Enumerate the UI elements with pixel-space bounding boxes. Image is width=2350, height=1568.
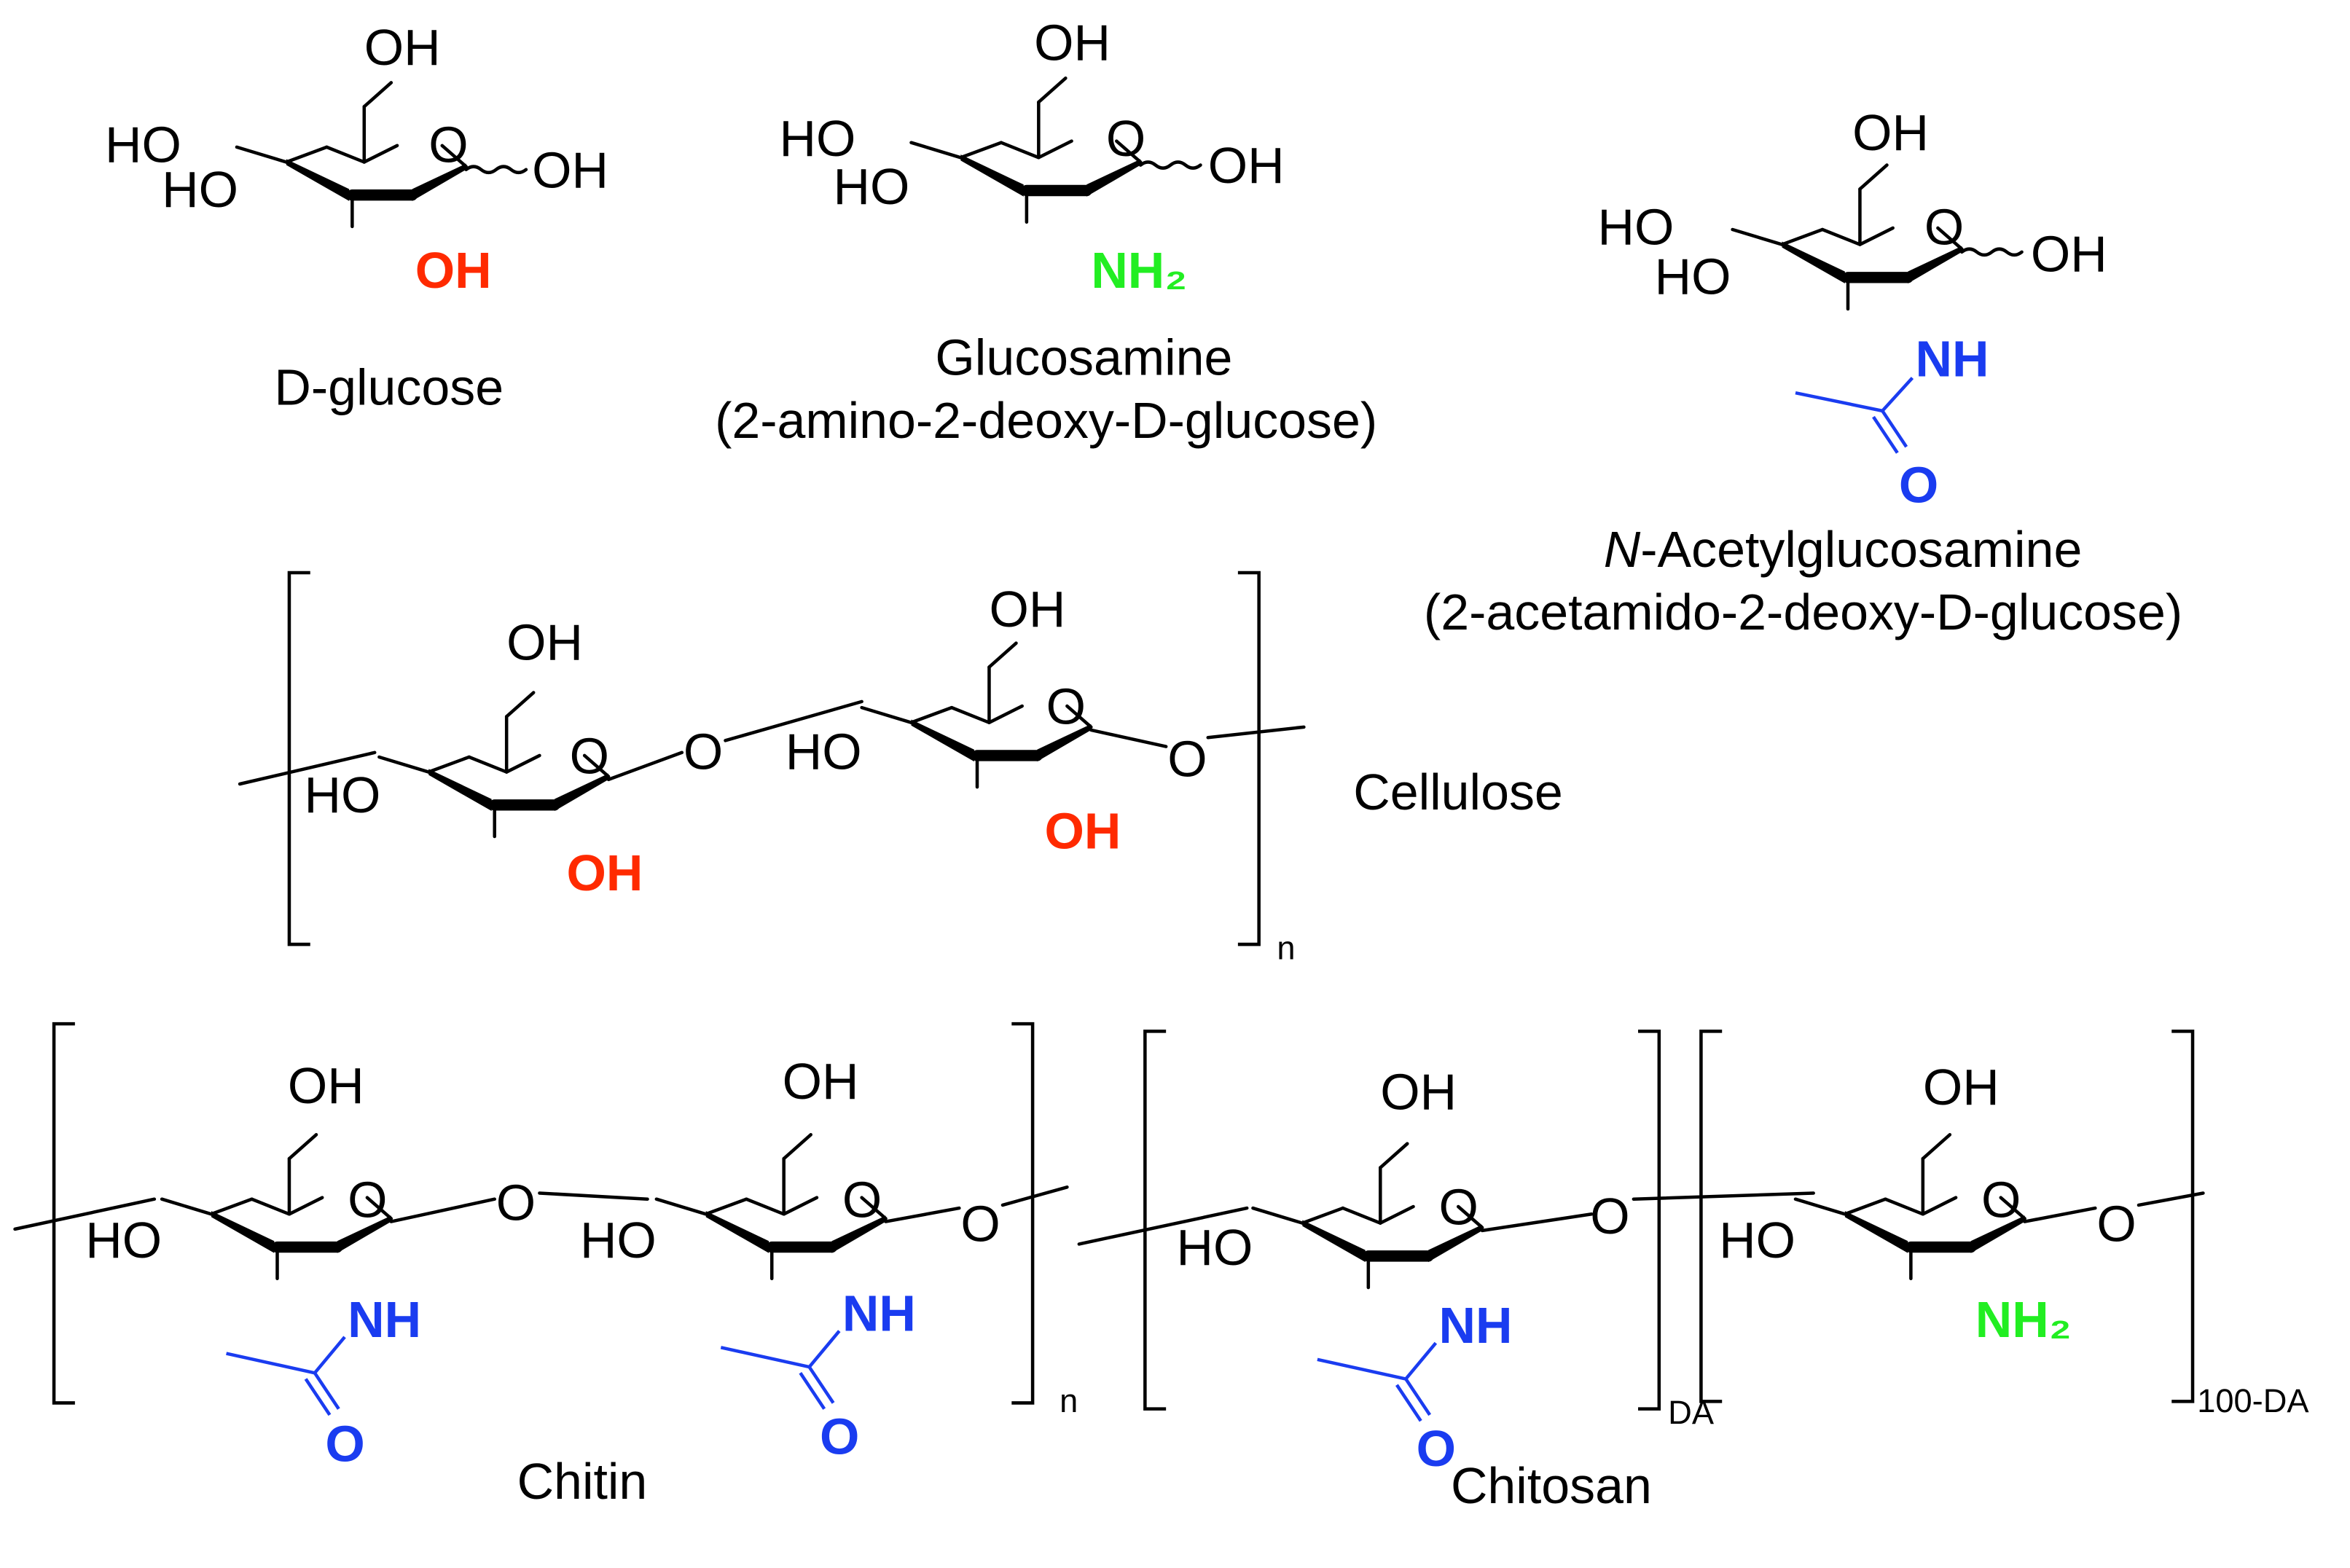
anomeric-oh: OH — [1208, 137, 1285, 194]
atom-ho: HO — [786, 723, 862, 780]
c2-hydroxyl-highlight: OH — [566, 844, 643, 901]
nag-name-rest: -Acetylglucosamine — [1640, 521, 2082, 578]
acetamido-carbonyl-o: O — [1899, 456, 1938, 513]
acetamido-carbonyl-o: O — [1417, 1420, 1456, 1477]
ring-oxygen: O — [842, 1171, 882, 1228]
atom-ho: HO — [305, 767, 381, 823]
anomeric-oh: OH — [532, 141, 608, 198]
n-acetylglucosamine-iupac: (2-acetamido-2-deoxy-D-glucose) — [1424, 584, 2182, 640]
cellulose-structure: OH HO O OH O OH HO O OH O n Cellulose — [238, 571, 1563, 967]
ring-oxygen: O — [428, 116, 468, 173]
glycosidic-oxygen: O — [1590, 1188, 1629, 1244]
ring-oxygen: O — [1924, 199, 1964, 256]
atom-ho: HO — [105, 116, 181, 173]
c2-hydroxyl-highlight: OH — [415, 242, 492, 299]
chitin-label: Chitin — [517, 1453, 648, 1510]
atom-oh: OH — [989, 581, 1065, 638]
acetamido-nh: NH — [1438, 1297, 1512, 1354]
acetamido-nh: NH — [1916, 331, 1989, 388]
atom-ho: HO — [780, 110, 856, 167]
ring-oxygen: O — [1981, 1171, 2021, 1228]
amine-group-highlight: NH₂ — [1975, 1291, 2072, 1348]
atom-ho: HO — [1719, 1212, 1795, 1269]
atom-ho: HO — [162, 161, 238, 218]
n-acetylglucosamine-structure: OH HO O HO OH NH O N-Acetylglucosamine (… — [1424, 104, 2182, 640]
cellulose-label: Cellulose — [1353, 764, 1563, 820]
atom-oh: OH — [1852, 104, 1929, 161]
nag-name-prefix: N — [1604, 521, 1641, 578]
chitin-repeat-subscript: n — [1060, 1382, 1078, 1419]
atom-ho: HO — [85, 1212, 162, 1269]
acetamido-carbonyl-o: O — [325, 1416, 364, 1473]
glucosamine-structure: OH HO O HO OH NH₂ Glucosamine (2-amino-2… — [715, 15, 1377, 449]
ring-oxygen: O — [570, 728, 609, 785]
atom-oh: OH — [364, 19, 441, 76]
atom-ho: HO — [1177, 1219, 1253, 1276]
ring-oxygen: O — [1106, 110, 1145, 167]
atom-ho: HO — [834, 158, 910, 215]
chitosan-structure: OH HO O NH O O DA OH HO O NH₂ O 100-DA C… — [1077, 1030, 2309, 1514]
c2-hydroxyl-highlight: OH — [1045, 802, 1121, 859]
glucose-label: D-glucose — [274, 359, 504, 416]
amine-group-highlight: NH₂ — [1091, 242, 1187, 299]
anomeric-oh: OH — [2031, 226, 2107, 283]
glycosidic-oxygen: O — [960, 1195, 1000, 1252]
atom-oh: OH — [1380, 1063, 1457, 1120]
atom-oh: OH — [1923, 1059, 2000, 1116]
chitin-structure: OH HO O NH O O OH HO O NH O O n Chitin — [13, 1022, 1078, 1510]
chitosan-acetylated-subscript: DA — [1668, 1394, 1715, 1431]
atom-oh: OH — [288, 1057, 364, 1114]
glycosidic-oxygen: O — [684, 723, 723, 780]
atom-oh: OH — [1034, 15, 1111, 71]
glucosamine-name: Glucosamine — [935, 329, 1232, 386]
acetamido-nh: NH — [842, 1285, 916, 1342]
chitosan-deacetylated-subscript: 100-DA — [2197, 1382, 2309, 1419]
glucosamine-iupac: (2-amino-2-deoxy-D-glucose) — [715, 392, 1377, 449]
acetamido-nh: NH — [348, 1291, 421, 1348]
atom-oh: OH — [783, 1053, 859, 1110]
atom-oh: OH — [506, 614, 583, 670]
atom-ho: HO — [580, 1212, 657, 1269]
acetamido-carbonyl-o: O — [820, 1408, 859, 1465]
glycosidic-oxygen: O — [496, 1175, 536, 1231]
cellulose-repeat-subscript: n — [1277, 930, 1295, 967]
ring-oxygen: O — [1438, 1179, 1478, 1236]
glycosidic-oxygen: O — [2096, 1195, 2136, 1252]
ring-oxygen: O — [348, 1171, 387, 1228]
glycosidic-oxygen: O — [1167, 731, 1207, 788]
chitosan-label: Chitosan — [1451, 1457, 1652, 1514]
glucose-structure: OH HO O HO OH OH D-glucose — [105, 19, 608, 416]
atom-ho: HO — [1655, 248, 1731, 305]
ring-oxygen: O — [1046, 678, 1086, 735]
n-acetylglucosamine-name: N-Acetylglucosamine — [1604, 521, 2083, 578]
atom-ho: HO — [1598, 199, 1675, 256]
